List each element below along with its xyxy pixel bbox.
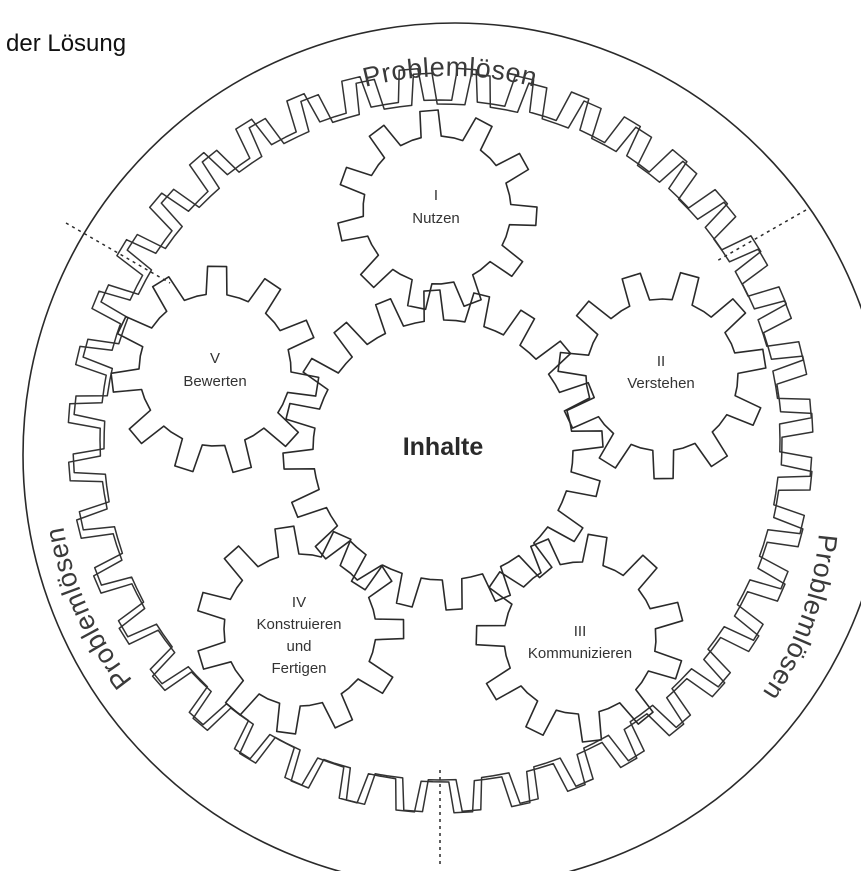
gear-name-line2: und bbox=[286, 638, 311, 655]
central-gear bbox=[282, 289, 604, 611]
label-verstehen: II Verstehen bbox=[627, 353, 695, 392]
gear-verstehen bbox=[557, 271, 767, 480]
label-konstruieren: IV Konstruieren und Fertigen bbox=[256, 594, 341, 677]
gear-konstruieren bbox=[197, 525, 405, 735]
ring-label-top: Problemlösen bbox=[360, 52, 540, 93]
center-label: Inhalte bbox=[403, 433, 484, 461]
gear-numeral: II bbox=[657, 353, 665, 370]
outer-circle bbox=[22, 22, 861, 871]
gear-numeral: V bbox=[210, 350, 220, 367]
gear-name: Kommunizieren bbox=[528, 645, 632, 662]
gear-nutzen bbox=[337, 109, 538, 311]
gear-name: Konstruieren bbox=[256, 616, 341, 633]
gear-numeral: I bbox=[434, 187, 438, 204]
outer-gear-ring bbox=[67, 67, 813, 813]
gear-numeral: IV bbox=[292, 594, 306, 611]
gear-numeral: III bbox=[574, 623, 587, 640]
gear-kommunizieren bbox=[475, 533, 684, 743]
label-kommunizieren: III Kommunizieren bbox=[528, 623, 632, 662]
gear-name: Bewerten bbox=[183, 373, 246, 390]
gear-name: Verstehen bbox=[627, 375, 695, 392]
gear-name-line3: Fertigen bbox=[271, 660, 326, 677]
outer-gear-ring-shadow bbox=[72, 72, 814, 814]
gear-name: Nutzen bbox=[412, 210, 460, 227]
ring-label-right: Problemlösen bbox=[757, 533, 843, 706]
caption-text: der Lösung bbox=[6, 30, 127, 57]
gear-bewerten bbox=[110, 265, 320, 474]
label-bewerten: V Bewerten bbox=[183, 350, 246, 390]
divider-left bbox=[65, 222, 171, 284]
label-nutzen: I Nutzen bbox=[412, 187, 460, 227]
ring-label-left: Problemlösen bbox=[40, 525, 138, 695]
